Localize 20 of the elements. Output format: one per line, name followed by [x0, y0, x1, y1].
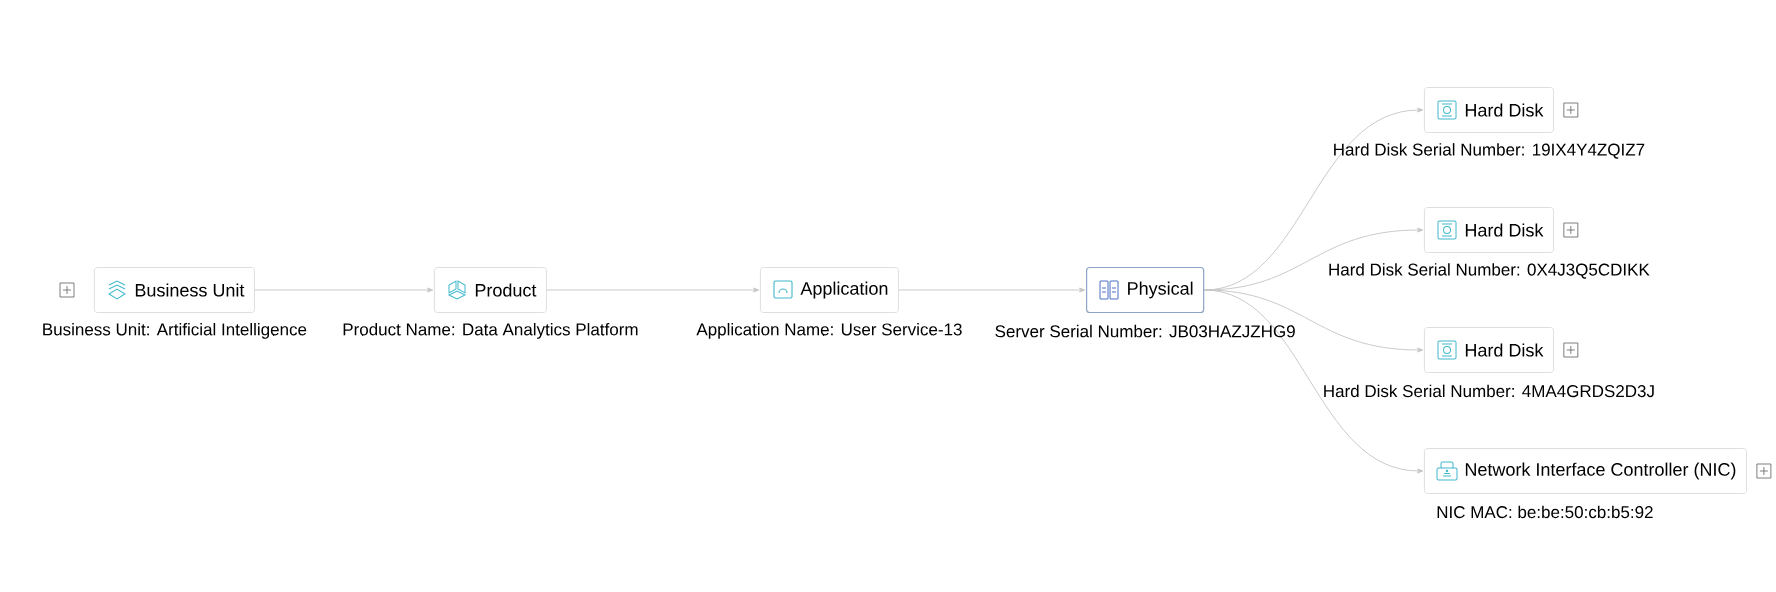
- arrow: [898, 287, 1086, 293]
- arrow: [254, 287, 434, 293]
- process-box: Physical: [1086, 266, 1205, 314]
- process-box: Hard Disk: [1424, 207, 1554, 253]
- node-caption: Hard Disk Serial Number: 4MA4GRDS2D3J: [1324, 384, 1654, 398]
- arrow: [546, 287, 760, 293]
- process-box: Network Interface Controller (NIC): [1424, 448, 1747, 494]
- node-caption: Business Unit: Artificial Intelligence: [43, 323, 307, 339]
- node-caption: Product Name: Data Analytics Platform: [343, 323, 638, 339]
- node-caption: Application Name: User Service-13: [696, 323, 962, 339]
- node-caption: Server Serial Number: JB03HAZJZHG9: [995, 324, 1295, 338]
- process-box: Business Unit: [94, 267, 255, 313]
- arrow: [1203, 289, 1424, 474]
- process-box: Application: [760, 267, 899, 313]
- node-caption: Hard Disk Serial Number: 19IX4Y4ZQIZ7: [1334, 143, 1645, 159]
- process-box: Hard Disk: [1424, 87, 1554, 133]
- process-box: Hard Disk: [1424, 327, 1554, 373]
- node-caption: Hard Disk Serial Number: 0X4J3Q5CDIKK: [1329, 263, 1650, 279]
- process-box: Product: [434, 267, 547, 313]
- node-caption: NIC MAC: be:be:50:cb:b5:92: [1437, 505, 1653, 519]
